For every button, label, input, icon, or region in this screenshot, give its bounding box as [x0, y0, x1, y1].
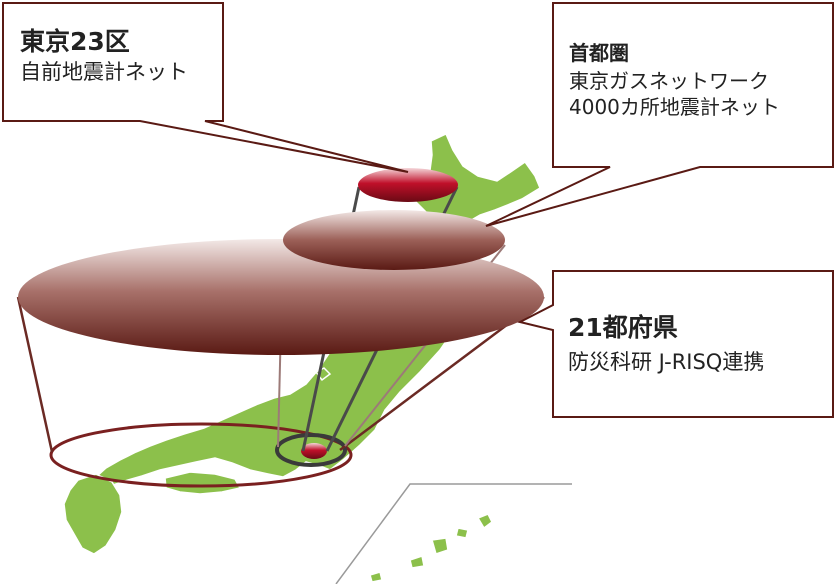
prefectures-title: 21都府県 — [568, 313, 678, 342]
prefectures-description: 防災科研 J-RISQ連携 — [568, 349, 765, 374]
shikoku-shape — [164, 471, 242, 495]
okinawa-inset-frame — [335, 483, 572, 584]
tokyo23-description: 自前地震計ネット — [20, 59, 188, 84]
okinawa-island-1 — [476, 513, 493, 530]
prefectures-base-ring — [49, 422, 353, 488]
okinawa-island-2 — [455, 527, 469, 539]
okinawa-island-3 — [431, 537, 449, 555]
tokyo23-title: 東京23区 — [20, 27, 130, 56]
shutoken-callout: 首都圏 東京ガスネットワーク 4000カ所地震計ネット — [569, 40, 780, 120]
shutoken-description-line1: 東京ガスネットワーク — [569, 69, 769, 93]
shutoken-description-line2: 4000カ所地震計ネット — [569, 95, 780, 119]
shutoken-callout-box — [485, 2, 834, 227]
shutoken-base-ring — [275, 433, 347, 467]
prefectures-callout: 21都府県 防災科研 J-RISQ連携 — [568, 312, 764, 376]
shutoken-network-disk — [283, 210, 505, 270]
tokyo23-callout-box — [2, 2, 409, 173]
kyushu-shape — [63, 473, 123, 555]
okinawa-island-5 — [369, 571, 383, 583]
okinawa-island-4 — [409, 555, 425, 569]
tokyo-network-disk — [358, 168, 458, 202]
shutoken-title: 首都圏 — [569, 41, 629, 65]
prefectures-callout-box — [517, 270, 834, 418]
tokyo-base-disk — [301, 443, 327, 459]
japan-map — [63, 132, 541, 583]
tokyo23-callout: 東京23区 自前地震計ネット — [20, 26, 188, 86]
